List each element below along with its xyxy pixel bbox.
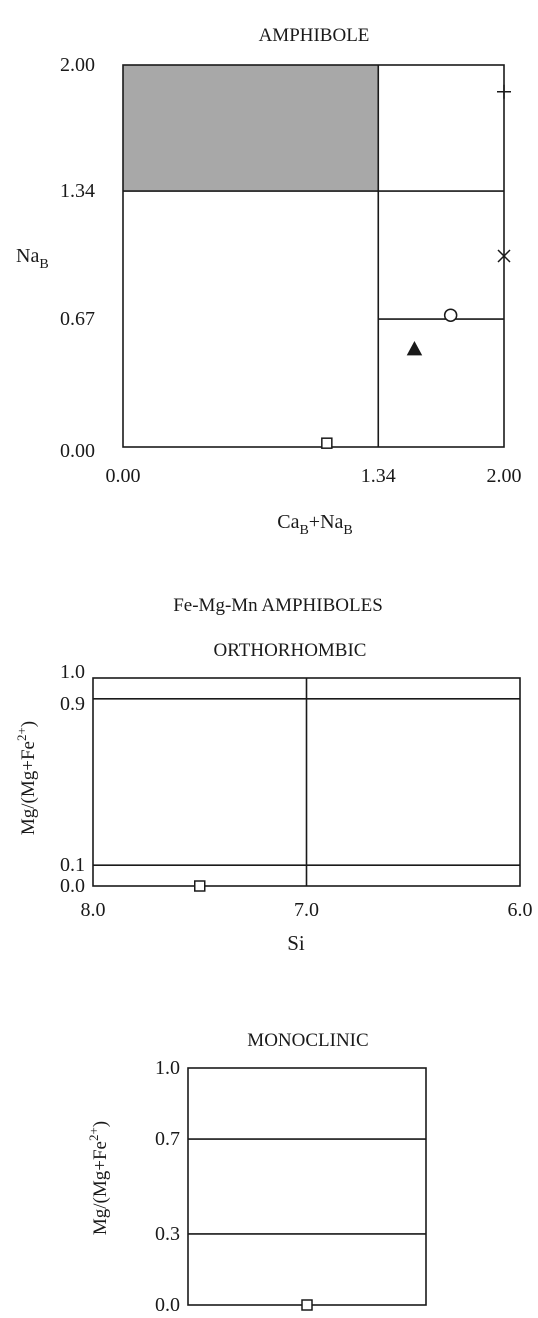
y-tick-label: 1.34 [60, 180, 95, 202]
data-point-square-1 [301, 1299, 313, 1311]
y-axis-label: Mg/(Mg+Fe2+) [14, 721, 39, 835]
y-tick-labels: 0.0 0.3 0.7 1.0 [155, 1057, 180, 1316]
x-axis-label: CaB+NaB [277, 511, 353, 538]
orthorhombic-plot: Fe-Mg-Mn AMPHIBOLES ORTHORHOMBIC 0.00.10… [14, 595, 533, 955]
amphibole-title: AMPHIBOLE [259, 25, 370, 46]
y-tick-label: 0.0 [155, 1294, 180, 1316]
data-points [301, 1299, 313, 1311]
orthorhombic-title: ORTHORHOMBIC [214, 640, 367, 661]
y-tick-label: 0.0 [60, 875, 85, 897]
data-point-x-2 [497, 249, 511, 263]
x-tick-label: 8.0 [81, 899, 106, 921]
fe-mg-mn-amphiboles-heading: Fe-Mg-Mn AMPHIBOLES [173, 595, 383, 616]
x-tick-labels: 8.0 7.0 6.0 [81, 899, 533, 921]
shaded-field-layer [123, 65, 379, 192]
x-tick-labels: 0.00 1.34 2.00 [106, 465, 522, 487]
x-tick-label: 0.00 [106, 465, 141, 487]
field-lines [123, 65, 504, 447]
y-tick-label: 1.0 [155, 1057, 180, 1079]
data-point-circle-3 [443, 308, 458, 322]
field-lines [188, 1138, 426, 1235]
y-tick-label: 0.3 [155, 1223, 180, 1245]
monoclinic-title: MONOCLINIC [247, 1030, 368, 1051]
y-tick-labels: 0.00 0.67 1.34 2.00 [60, 54, 95, 462]
data-point-square-5 [321, 437, 333, 449]
plot-frame [187, 1067, 427, 1306]
data-point-plus-1 [497, 84, 511, 99]
data-point-square-1 [194, 880, 206, 892]
y-axis-label: NaB [16, 245, 49, 272]
y-tick-label: 0.67 [60, 308, 95, 330]
y-tick-label: 2.00 [60, 54, 95, 76]
y-tick-label: 0.1 [60, 854, 85, 876]
data-points [321, 84, 511, 449]
y-tick-label: 0.7 [155, 1128, 180, 1150]
data-point-triangle-4 [406, 341, 423, 356]
plot-border [187, 1067, 427, 1306]
x-tick-label: 2.00 [487, 465, 522, 487]
y-tick-label: 1.0 [60, 661, 85, 683]
y-axis-label: Mg/(Mg+Fe2+) [86, 1121, 111, 1235]
shaded-field [123, 65, 379, 192]
y-tick-label: 0.00 [60, 440, 95, 462]
monoclinic-plot: MONOCLINIC 0.0 0.3 0.7 1.0 Mg/(Mg+Fe2+) [86, 1030, 427, 1316]
y-tick-labels: 0.00.1 0.9 1.0 [60, 661, 85, 897]
field-lines [93, 678, 520, 886]
x-tick-label: 6.0 [508, 899, 533, 921]
y-tick-label: 0.9 [60, 693, 85, 715]
x-tick-label: 1.34 [361, 465, 396, 487]
data-points [194, 880, 206, 892]
x-tick-label: 7.0 [294, 899, 319, 921]
x-axis-label: Si [287, 931, 305, 955]
